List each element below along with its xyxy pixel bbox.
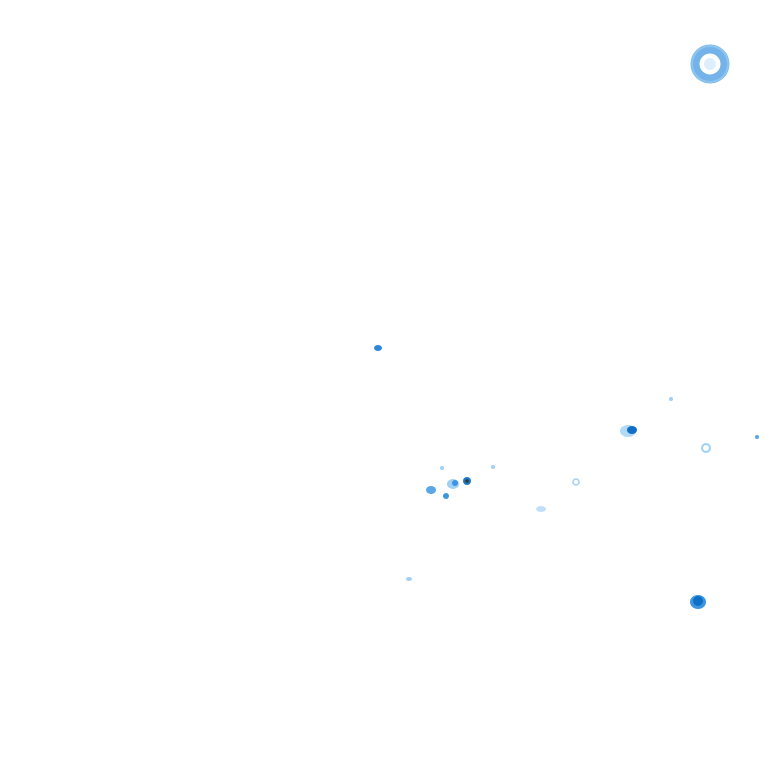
echo-cluster-central xyxy=(426,466,471,499)
echo-core xyxy=(465,479,469,483)
echo-cluster-east xyxy=(620,397,759,453)
echo-faint xyxy=(536,506,546,512)
echo-faint xyxy=(572,478,580,486)
echo-faint xyxy=(406,577,412,581)
isolated-echo xyxy=(374,345,382,351)
radar-ring-echo xyxy=(690,44,730,84)
echo-faint xyxy=(491,465,495,469)
echo-strong-southeast xyxy=(690,595,706,609)
